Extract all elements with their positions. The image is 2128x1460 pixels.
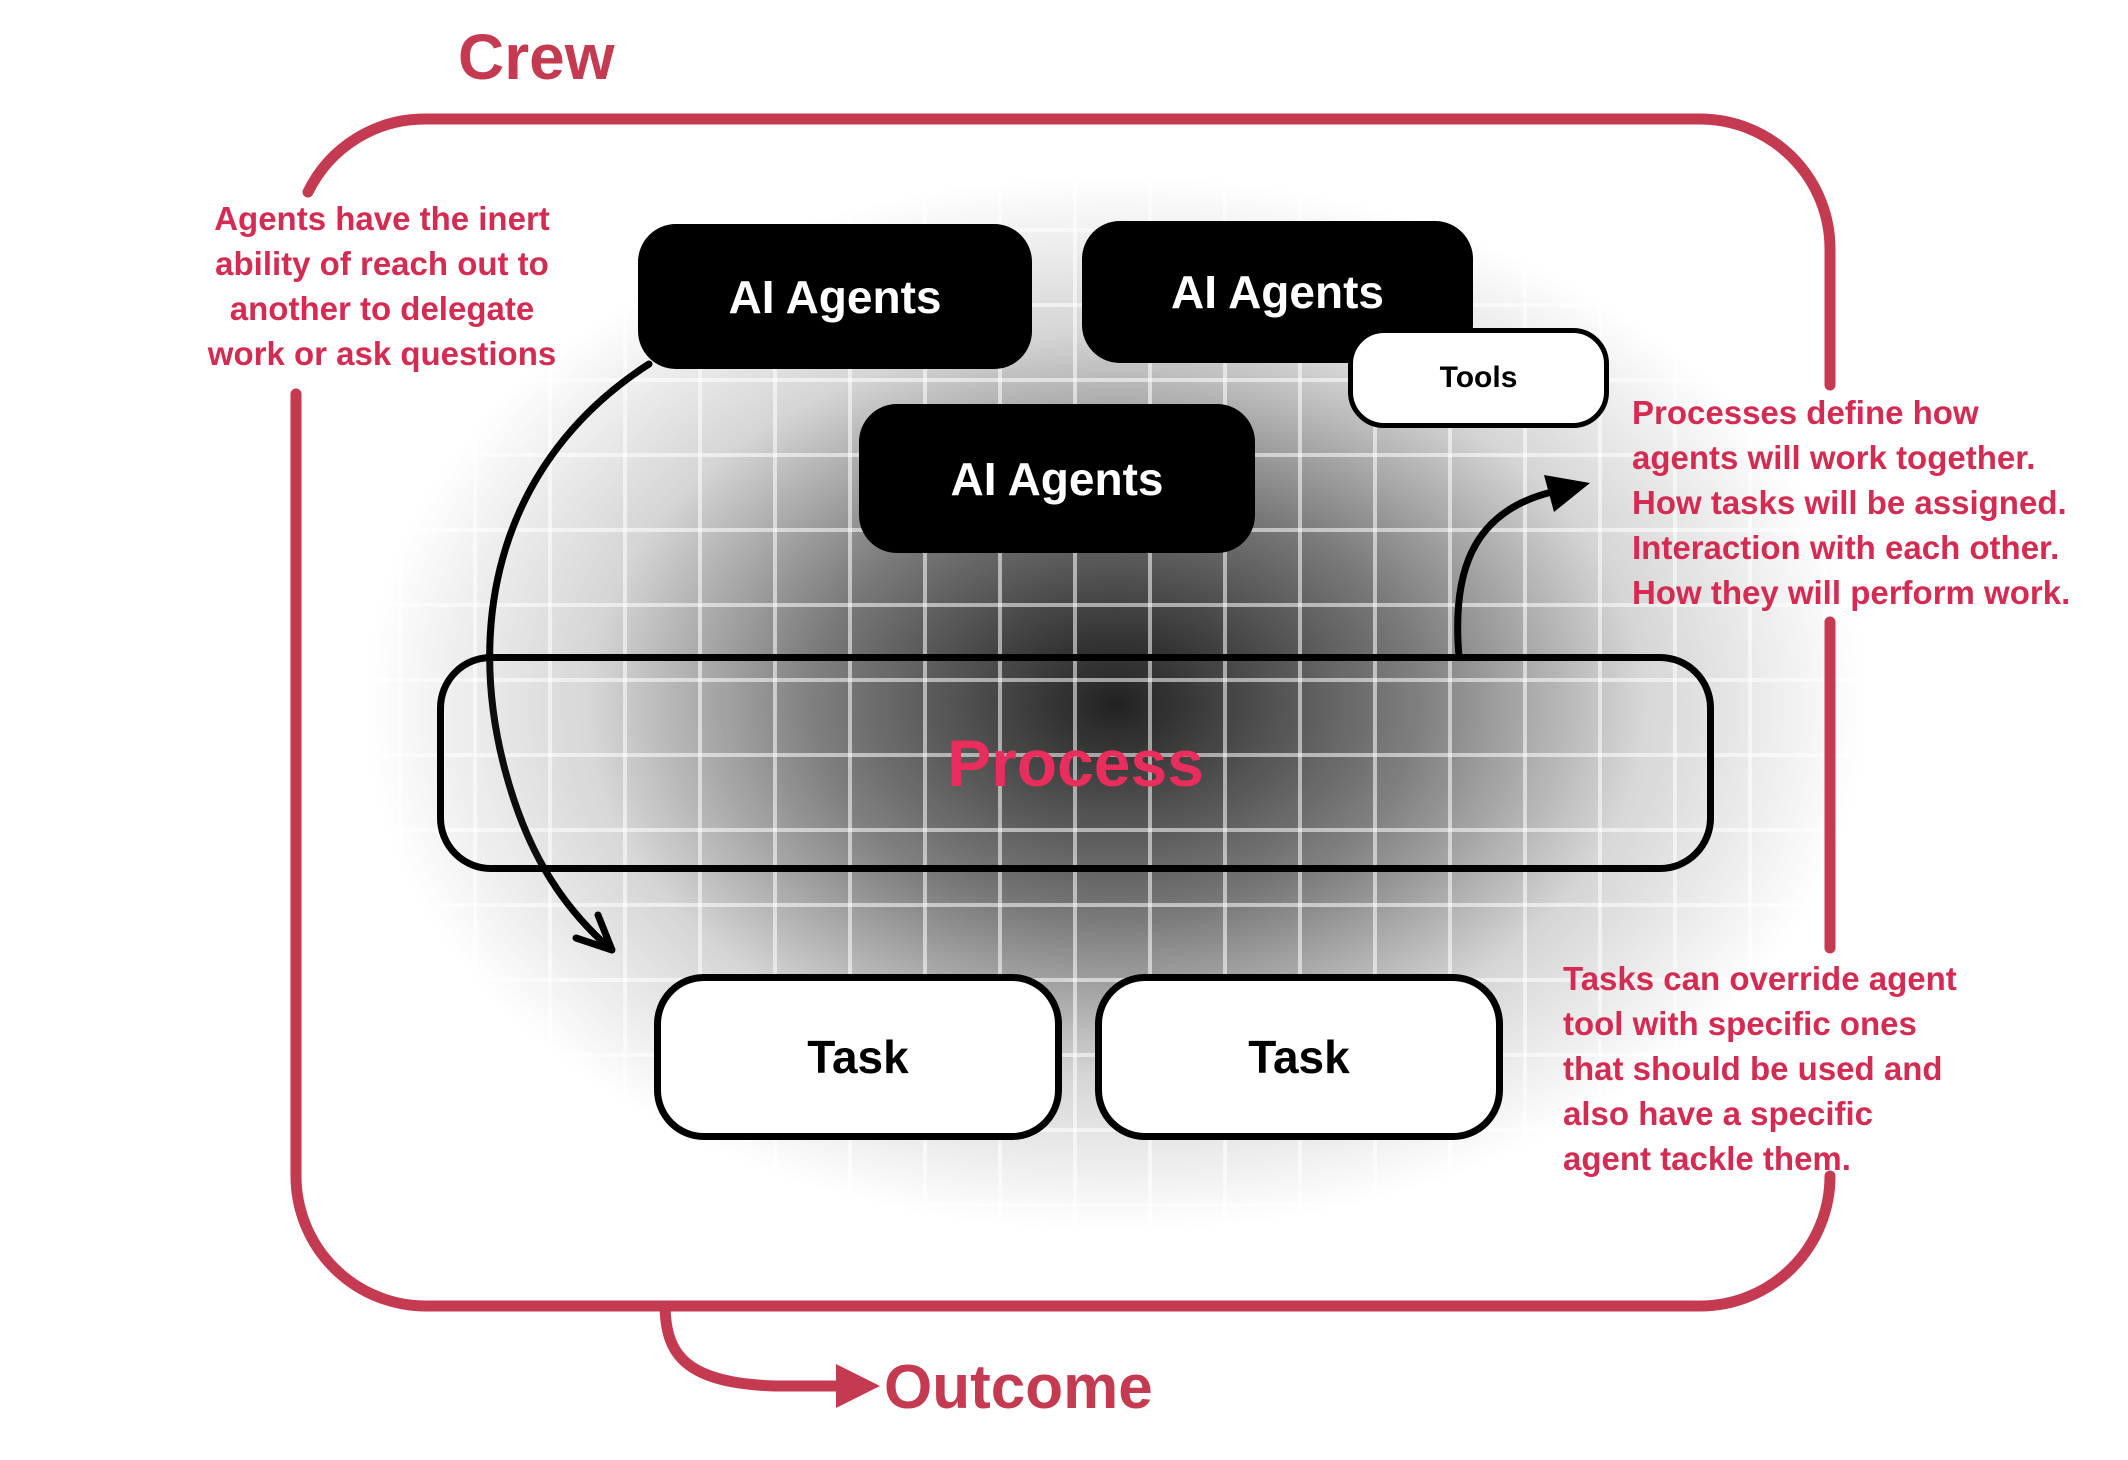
task-box-1: Task — [654, 974, 1062, 1140]
outcome-label: Outcome — [884, 1353, 1153, 1422]
process-box: Process — [437, 654, 1714, 872]
ai-agents-label: AI Agents — [1171, 266, 1384, 318]
crew-border-bottom-left-segment — [290, 388, 1836, 1312]
process-annotation-arrowhead — [1544, 475, 1590, 512]
outcome-arrowhead — [836, 1364, 880, 1408]
annotation-process: Processes define how agents will work to… — [1632, 394, 2071, 611]
task-label: Task — [807, 1031, 909, 1083]
ai-agents-label: AI Agents — [728, 270, 942, 323]
process-annotation-arrow — [1454, 488, 1556, 661]
annotation-tasks: Tasks can override agent tool with speci… — [1563, 960, 1957, 1177]
tools-box: Tools — [1348, 328, 1609, 428]
tools-label: Tools — [1439, 361, 1518, 394]
task-label: Task — [1248, 1031, 1350, 1083]
grid-gradient-background — [248, 125, 1886, 1357]
crew-border-top-right-segment — [420, 113, 1836, 391]
annotation-delegation: Agents have the inert ability of reach o… — [207, 200, 557, 372]
delegation-arrowhead — [572, 911, 616, 954]
crew-border-top-left-corner — [302, 113, 432, 198]
ai-agents-label: AI Agents — [950, 452, 1164, 505]
crew-container-border — [290, 113, 1836, 1312]
ai-agents-box-3: AI Agents — [859, 404, 1255, 553]
crew-title: Crew — [458, 21, 615, 93]
delegation-arrow — [486, 360, 653, 950]
outcome-arrow — [659, 1300, 842, 1392]
task-box-2: Task — [1095, 974, 1503, 1140]
process-label: Process — [947, 726, 1204, 800]
ai-agents-box-1: AI Agents — [638, 224, 1032, 369]
